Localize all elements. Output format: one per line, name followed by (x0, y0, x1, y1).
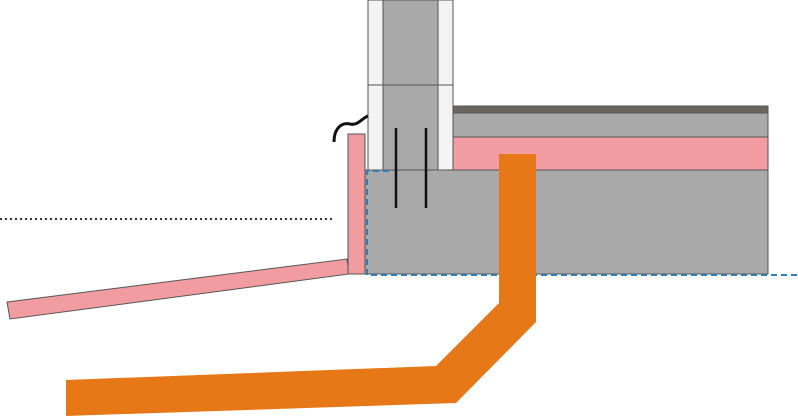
slab-underside-boundary (366, 170, 798, 276)
heat-flow-path (66, 154, 536, 416)
wall-anchor-rods (394, 128, 428, 208)
sloped-insulation-board (6, 258, 350, 320)
floor-top-finish (452, 105, 769, 114)
floor-screed-layer (452, 112, 769, 138)
damp-proof-membrane (332, 114, 369, 143)
wall-blocks (367, 0, 454, 171)
vertical-edge-insulation (347, 133, 366, 275)
